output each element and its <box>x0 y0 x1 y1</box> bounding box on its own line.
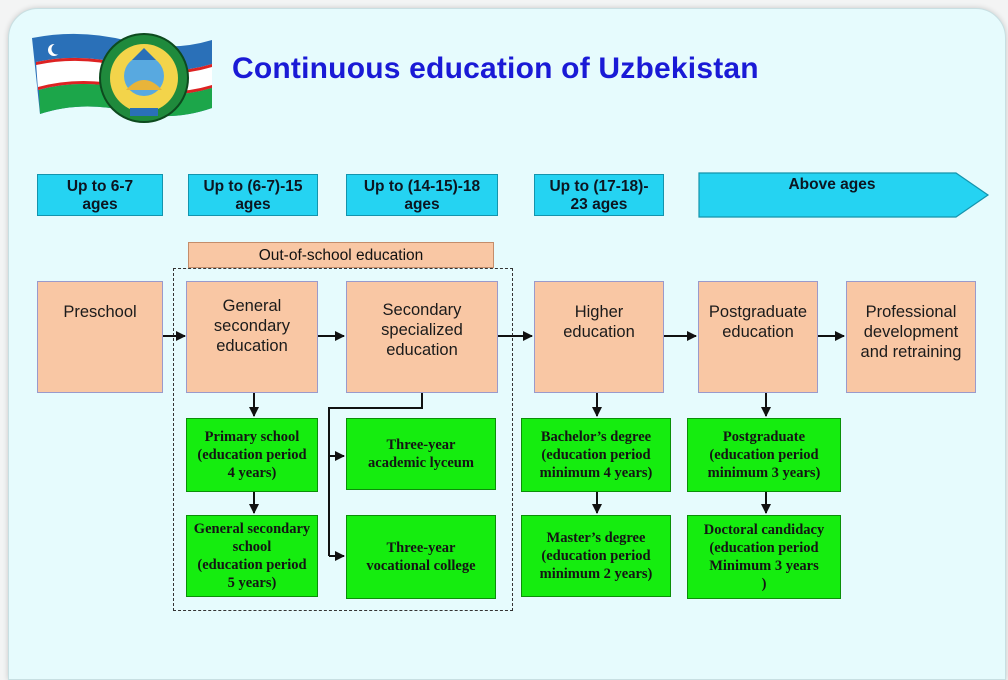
box-label: Doctoral candidacy (education period Min… <box>703 522 825 592</box>
flag-and-emblem <box>32 33 212 123</box>
age-band-secondary: Up to (14-15)-18 ages <box>346 174 498 216</box>
stage-professional-development: Professional development and retraining <box>846 281 976 393</box>
box-label: Postgraduate (education period minimum 3… <box>707 429 821 481</box>
age-band-higher: Up to (17-18)- 23 ages <box>534 174 664 216</box>
box-label: Three-year vocational college <box>366 540 476 574</box>
age-band-label-above: Above ages <box>788 176 876 193</box>
age-band-arrow <box>698 172 990 218</box>
box-bachelors: Bachelor’s degree (education period mini… <box>521 418 671 492</box>
stage-label: Secondary specialized education <box>381 301 463 359</box>
box-postgraduate: Postgraduate (education period minimum 3… <box>687 418 841 492</box>
page-title: Continuous education of Uzbekistan <box>232 52 759 85</box>
box-label: Three-year academic lyceum <box>368 437 474 471</box>
box-doctoral: Doctoral candidacy (education period Min… <box>687 515 841 599</box>
stage-label: Professional development and retraining <box>860 303 962 361</box>
box-academic-lyceum: Three-year academic lyceum <box>346 418 496 490</box>
age-band-label: Up to (17-18)- 23 ages <box>549 178 649 213</box>
out-of-school-box: Out-of-school education <box>188 242 494 268</box>
box-primary-school: Primary school (education period 4 years… <box>186 418 318 492</box>
box-label: Bachelor’s degree (education period mini… <box>539 429 653 481</box>
stage-preschool: Preschool <box>37 281 163 393</box>
box-masters: Master’s degree (education period minimu… <box>521 515 671 597</box>
box-label: Primary school (education period 4 years… <box>197 429 307 481</box>
age-band-preschool: Up to 6-7 ages <box>37 174 163 216</box>
stage-secondary-specialized: Secondary specialized education <box>346 281 498 393</box>
stage-postgraduate: Postgraduate education <box>698 281 818 393</box>
age-band-label: Up to 6-7 ages <box>66 178 134 213</box>
age-band-label: Up to (6-7)-15 ages <box>203 178 303 213</box>
stage-general-secondary: General secondary education <box>186 281 318 393</box>
state-emblem-icon <box>99 33 189 123</box>
stage-label: Higher education <box>563 303 635 341</box>
age-band-label: Up to (14-15)-18 ages <box>363 178 481 213</box>
box-label: Master’s degree (education period minimu… <box>539 530 653 582</box>
box-general-secondary-school: General secondary school (education peri… <box>186 515 318 597</box>
stage-label: General secondary education <box>213 297 291 355</box>
stage-higher: Higher education <box>534 281 664 393</box>
box-vocational-college: Three-year vocational college <box>346 515 496 599</box>
stage-label: Preschool <box>63 303 137 321</box>
stage-label: Postgraduate education <box>708 303 808 341</box>
box-label: General secondary school (education peri… <box>193 521 311 591</box>
school-group-frame <box>173 268 513 611</box>
age-band-general: Up to (6-7)-15 ages <box>188 174 318 216</box>
